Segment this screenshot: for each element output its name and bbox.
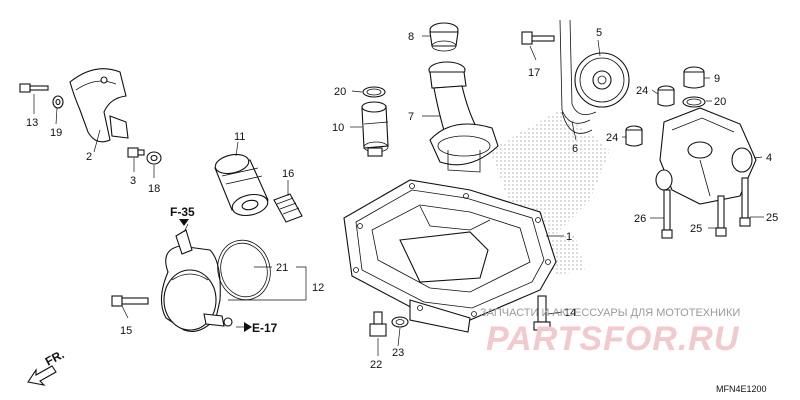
relief-valve [361,101,389,157]
oil-pump-sprocket [574,52,630,108]
callout-3: 3 [130,175,136,187]
bolt-13 [19,83,49,93]
watermark-brand: PARTSFOR.RU [486,320,740,358]
collar-9 [683,66,705,89]
callout-10: 10 [332,122,344,134]
leader-lines [33,35,764,356]
callout-11: 11 [234,131,245,143]
plug-18 [146,151,162,165]
drain-bolt-22 [369,311,387,337]
bolt-26 [661,189,673,239]
callout-14: 14 [564,307,576,319]
dowel-24-lower [625,125,643,147]
callout-25-right: 25 [766,212,778,224]
callout-20-pump: 20 [714,96,726,108]
oring-21 [217,239,271,301]
callout-2: 2 [86,151,92,163]
ref-arrow-e17 [244,322,252,332]
callout-12: 12 [312,282,324,294]
callout-18: 18 [148,183,160,195]
bolt-17 [521,31,555,45]
callout-25-left: 25 [690,223,702,235]
callout-19: 19 [50,127,62,139]
bolt-14 [533,295,551,331]
threaded-joint-16 [273,193,303,223]
diagram-code: MFN4E1200 [716,384,767,394]
callout-24-upper: 24 [636,85,648,97]
callout-26: 26 [634,213,646,225]
oring-20-valve [362,86,386,98]
oring-20-pump [682,96,706,108]
dowel-24-upper [657,85,675,107]
callout-23: 23 [392,347,404,359]
bolt-3 [127,147,145,158]
callout-22: 22 [370,359,382,371]
callout-7: 7 [408,111,414,123]
callout-5: 5 [596,27,602,39]
oil-strainer [428,61,499,173]
callout-4: 4 [766,152,772,164]
callout-8: 8 [408,31,414,43]
bolt-15 [111,295,149,307]
callout-16: 16 [282,168,294,180]
ref-label-f35: F-35 [170,205,195,219]
callout-24-lower: 24 [606,132,618,144]
front-direction-arrow [27,365,57,386]
callout-21: 21 [276,262,288,274]
ref-arrow-f35 [179,219,189,226]
callout-17: 17 [528,67,540,79]
washer-23 [391,316,409,328]
callout-15: 15 [120,325,132,337]
oil-cooler [160,229,233,333]
ref-label-e17: E-17 [252,321,278,335]
oil-pump-chain [559,19,597,134]
callout-13: 13 [26,117,38,129]
callout-20-valve: 20 [334,86,346,98]
callout-6: 6 [572,143,578,155]
washer-19 [52,95,64,109]
oil-pan [343,179,557,333]
bolt-25-left [715,195,727,237]
front-direction-label: FR. [43,347,67,368]
seal-8 [429,22,459,52]
shading-pan-back [490,110,610,235]
callout-1: 1 [566,231,572,243]
callout-9: 9 [714,73,720,85]
oil-guide-cover [69,68,129,143]
oil-filter [214,153,269,217]
watermark-caption: ЗАПЧАСТИ И АКСЕССУАРЫ ДЛЯ МОТОТЕХНИКИ [480,307,740,319]
oil-pump [655,107,757,205]
bolt-25-right [739,177,751,227]
